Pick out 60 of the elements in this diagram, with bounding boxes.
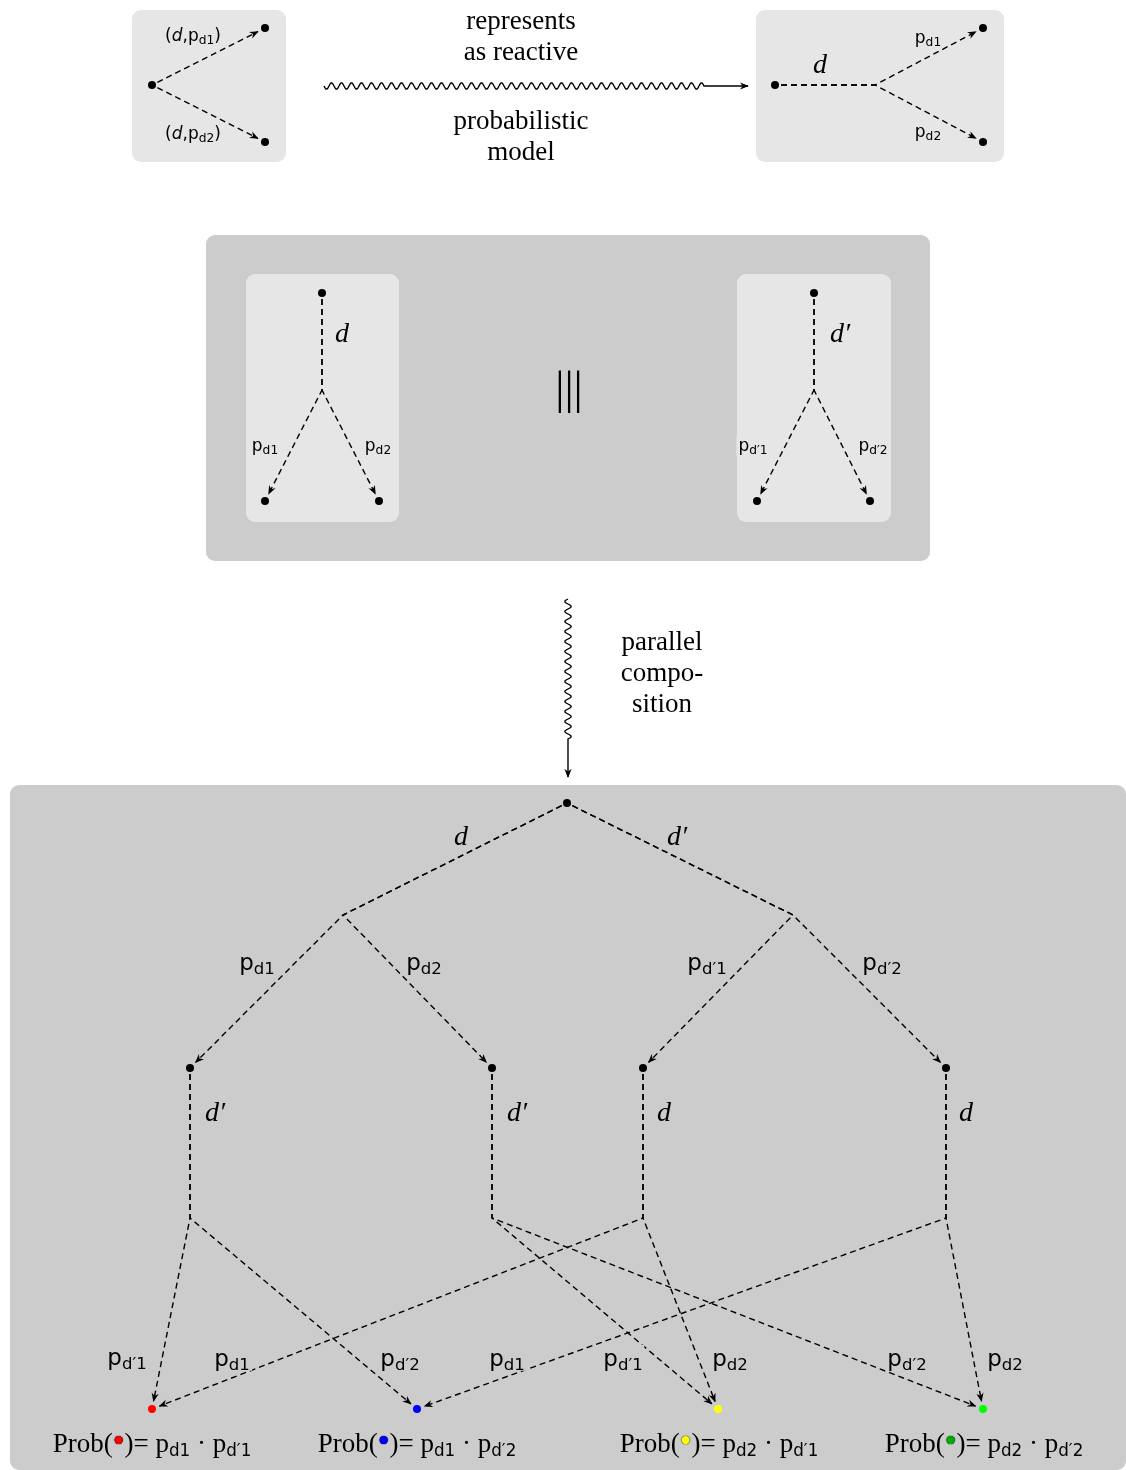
state-dot <box>979 24 987 32</box>
probability-formula: Prob(•)= p$_{d1}$ · p$_{d′1}$ <box>52 1427 252 1459</box>
trunk-label: d′ <box>665 819 689 853</box>
state-dot <box>810 289 818 297</box>
dashed-arrow <box>189 1073 412 1405</box>
probability-formula: Prob(•)= p$_{d2}$ · p$_{d′1}$ <box>619 1427 819 1459</box>
state-dot <box>771 81 779 89</box>
dashed-arrow <box>156 30 259 83</box>
edge-label: p$_{d′1}$ <box>736 436 770 456</box>
colored-state-dot <box>148 1405 156 1413</box>
state-dot <box>148 81 156 89</box>
state-dot <box>866 497 874 505</box>
edge-label: (d,p$_{d2}$) <box>163 124 223 144</box>
dashed-arrow <box>341 804 563 1063</box>
colored-state-dot <box>714 1405 722 1413</box>
trunk-label: d <box>656 1095 672 1129</box>
panel <box>246 274 399 522</box>
trunk-label: d′ <box>203 1095 227 1129</box>
panel <box>737 274 891 522</box>
trunk-label: d <box>812 47 828 81</box>
trunk-label: d <box>958 1095 974 1129</box>
panel <box>756 10 1004 162</box>
parallel-operator: ||| <box>554 361 584 415</box>
state-dot <box>261 497 269 505</box>
panel <box>10 785 1126 1470</box>
probability-formula: Prob(•)= p$_{d1}$ · p$_{d′2}$ <box>317 1427 517 1459</box>
state-dot <box>261 24 269 32</box>
state-dot <box>979 138 987 146</box>
state-dot <box>318 289 326 297</box>
dashed-arrow <box>642 1073 716 1403</box>
edge-label: parallel compo- sition <box>619 626 705 720</box>
trunk-label: d <box>453 819 469 853</box>
state-dot <box>186 1064 194 1072</box>
state-dot <box>375 497 383 505</box>
state-dot <box>261 138 269 146</box>
panel <box>132 10 286 162</box>
dashed-arrow <box>813 298 868 495</box>
trunk-label: d <box>334 316 350 350</box>
probability-formula: Prob(•)= p$_{d2}$ · p$_{d′2}$ <box>884 1427 1084 1459</box>
colored-state-dot <box>979 1405 987 1413</box>
dashed-arrow <box>780 84 977 139</box>
wavy-arrow <box>323 82 749 90</box>
dashed-arrow <box>491 1073 977 1407</box>
dashed-arrow <box>945 1073 984 1403</box>
dashed-arrow <box>156 87 259 140</box>
wavy-arrow <box>564 598 572 778</box>
dashed-arrow <box>571 804 942 1064</box>
dashed-arrow <box>321 298 377 495</box>
state-dot <box>488 1064 496 1072</box>
edge-label: (d,p$_{d1}$) <box>163 26 223 46</box>
colored-state-dot <box>413 1405 421 1413</box>
annotation-text: probabilistic model <box>452 104 590 168</box>
state-dot <box>942 1064 950 1072</box>
state-dot <box>563 799 571 807</box>
state-dot <box>753 497 761 505</box>
panel <box>206 235 930 561</box>
edge-label: represents as reactive <box>462 4 580 68</box>
trunk-label: d′ <box>505 1095 529 1129</box>
trunk-label: d′ <box>828 316 852 350</box>
state-dot <box>639 1064 647 1072</box>
